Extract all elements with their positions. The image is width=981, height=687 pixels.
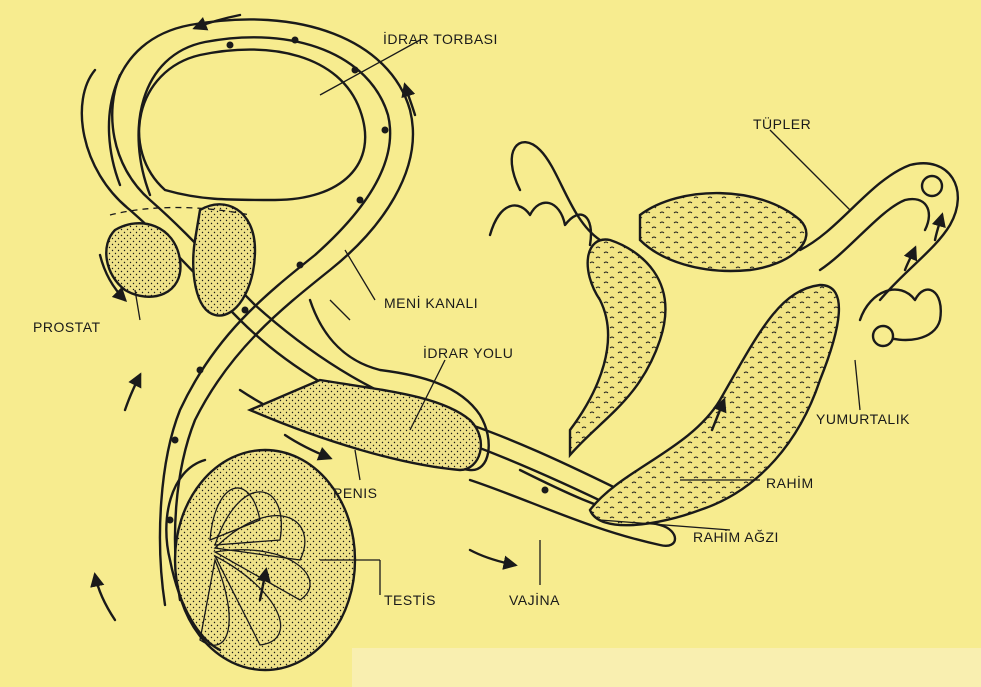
label-yumurtalik: YUMURTALIK <box>816 412 910 426</box>
label-prostat: PROSTAT <box>33 320 101 334</box>
label-vajina: VAJİNA <box>509 593 560 607</box>
label-testis: TESTİS <box>384 593 436 607</box>
label-penis: PENIS <box>333 486 378 500</box>
label-rahim: RAHİM <box>766 476 814 490</box>
seminal-vesicle <box>193 204 255 315</box>
left-fimbriae <box>490 203 591 245</box>
right-tube-inner <box>820 199 929 270</box>
ovum-icon <box>873 326 893 346</box>
prostate <box>106 223 180 297</box>
left-tube <box>512 142 600 240</box>
bladder <box>139 50 365 200</box>
ovum-icon <box>922 176 942 196</box>
paper-patch <box>352 648 981 687</box>
cervix <box>570 240 665 455</box>
label-meni-kanali: MENİ KANALI <box>384 296 478 310</box>
right-fimbriae <box>860 290 941 340</box>
label-tupler: TÜPLER <box>753 117 811 131</box>
label-idrar-yolu: İDRAR YOLU <box>423 346 513 360</box>
label-idrar-torbasi: İDRAR TORBASI <box>383 32 498 46</box>
female-bladder <box>640 193 806 271</box>
label-rahim-agzi: RAHİM AĞZI <box>693 530 779 544</box>
